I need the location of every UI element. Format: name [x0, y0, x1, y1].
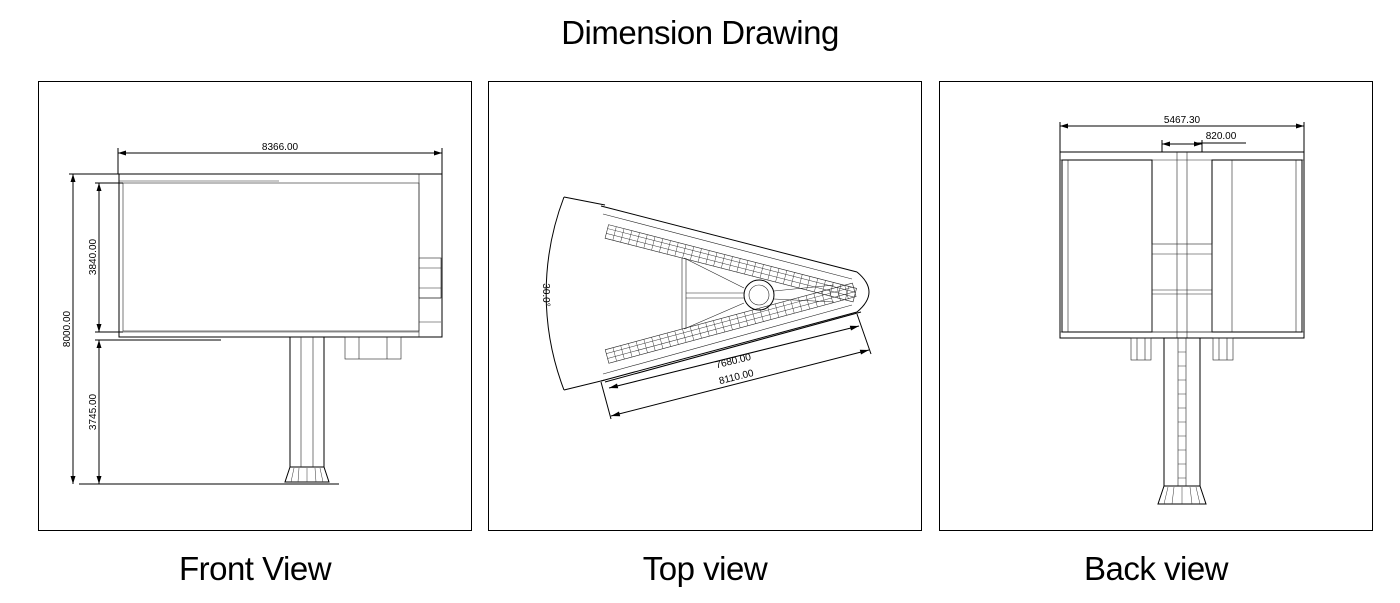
front-total-height-label: 8000.00	[62, 310, 73, 347]
front-view-panel: 8366.00 8000.00 3840.00 3745.00	[38, 81, 472, 531]
page-title: Dimension Drawing	[561, 14, 839, 51]
dim-back-width: 5467.30	[1059, 115, 1305, 152]
front-panel-height-label: 3840.00	[88, 238, 99, 275]
front-width-label: 8366.00	[262, 142, 299, 153]
top-v-structure	[600, 205, 870, 382]
front-view-caption: Front View	[178, 550, 332, 587]
front-view-drawing: 8366.00 8000.00 3840.00 3745.00	[62, 142, 443, 485]
back-view-panel: 5467.30 820.00	[939, 81, 1373, 531]
back-view-drawing: 5467.30 820.00	[1059, 115, 1305, 505]
dim-back-center-width: 820.00	[1161, 131, 1246, 152]
back-billboard	[1059, 151, 1305, 361]
dim-front-width: 8366.00	[117, 142, 443, 174]
front-billboard	[118, 173, 443, 360]
back-center-width-label: 820.00	[1206, 131, 1237, 142]
dim-top-angle: 30.0°	[540, 196, 606, 391]
front-pole	[79, 336, 339, 485]
dim-front-pole-height: 3745.00	[88, 339, 221, 484]
dim-front-total-height: 8000.00	[62, 173, 119, 484]
back-view-caption: Back view	[1083, 550, 1229, 587]
top-view-drawing: 30.0° 7680.00 8110.00	[540, 196, 872, 420]
front-pole-height-label: 3745.00	[88, 393, 99, 430]
top-view-panel: 30.0° 7680.00 8110.00	[488, 81, 922, 531]
back-width-label: 5467.30	[1164, 115, 1201, 126]
top-angle-label: 30.0°	[540, 283, 551, 306]
top-view-caption: Top view	[642, 550, 768, 587]
back-pole	[1157, 337, 1207, 505]
dim-front-panel-height: 3840.00	[88, 182, 123, 333]
